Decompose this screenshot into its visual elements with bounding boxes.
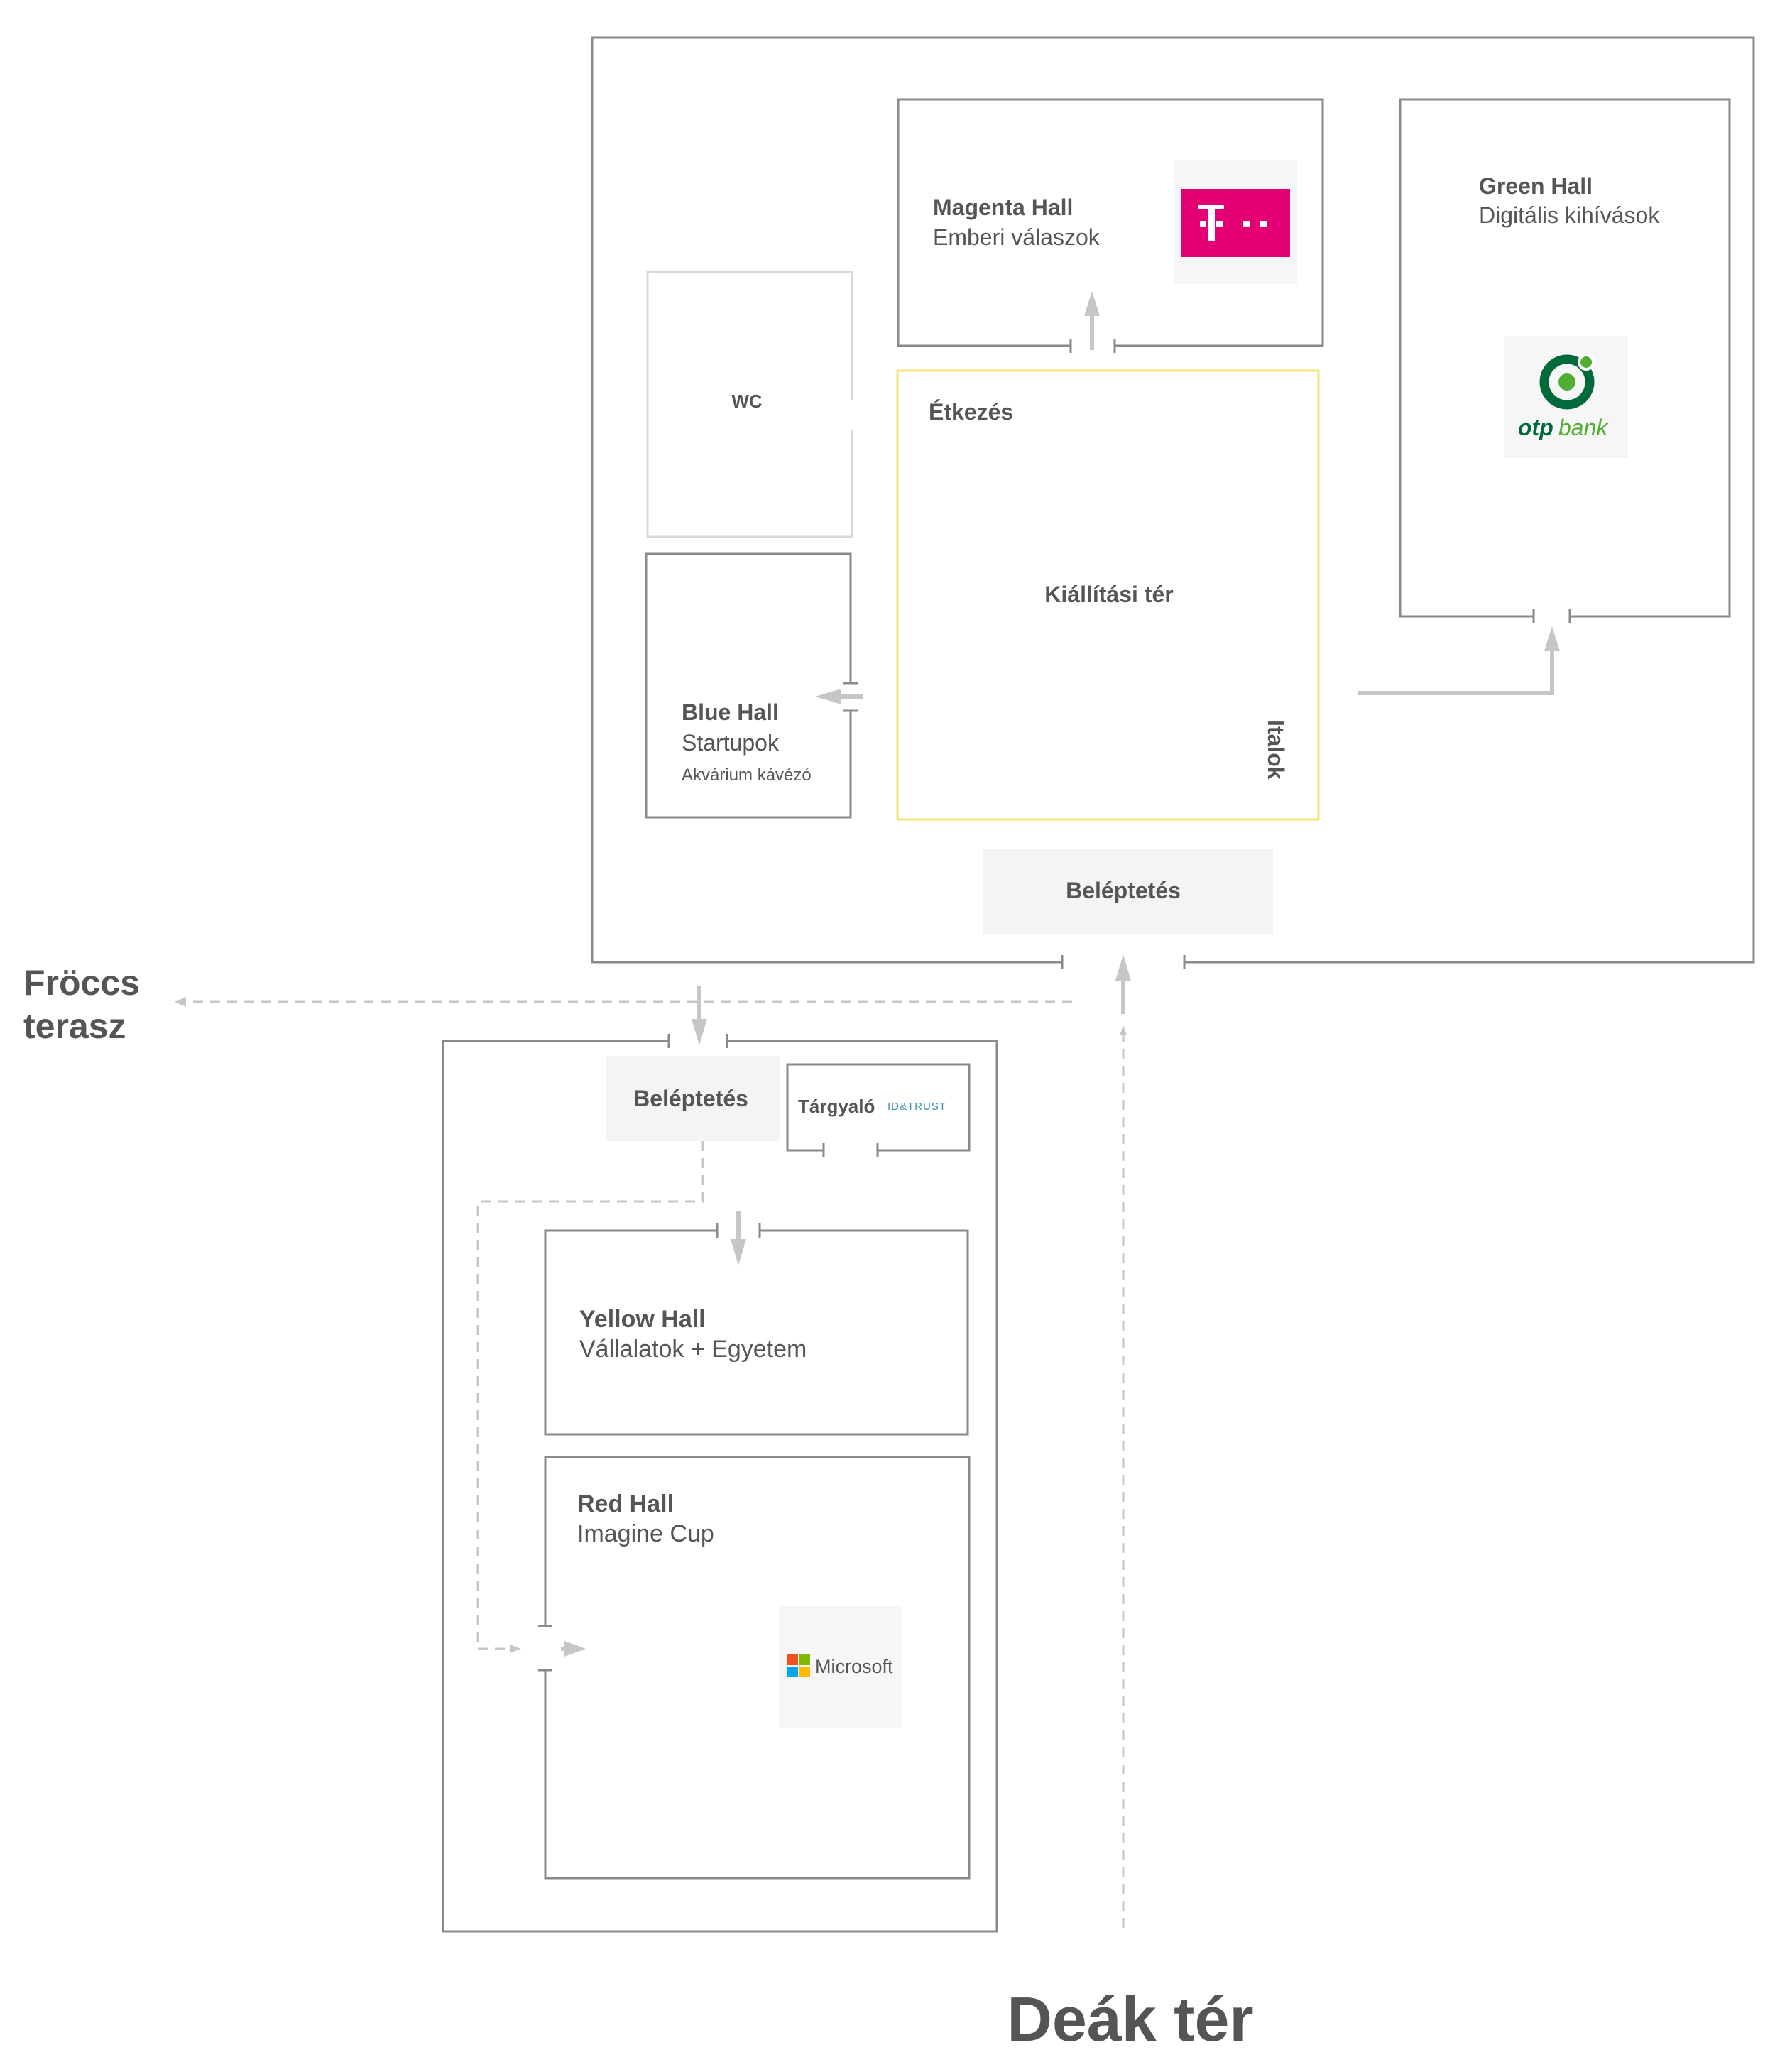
idtrust-logo-text: ID&TRUST [888, 1101, 946, 1113]
dashed-routes [175, 997, 1127, 1928]
upper-building [591, 36, 1755, 969]
blue-hall-note: Akvárium kávézó [682, 765, 812, 785]
lower-entrance[interactable]: Beléptetés [606, 1056, 780, 1141]
drinks-label: Italok [1263, 720, 1289, 780]
food-label: Étkezés [929, 399, 1013, 425]
red-hall[interactable]: Red Hall Imagine Cup Microsoft [538, 1456, 971, 1880]
lower-entrance-label: Beléptetés [633, 1086, 748, 1111]
main-entrance-label: Beléptetés [1066, 878, 1181, 903]
magenta-hall-title: Magenta Hall [933, 195, 1073, 220]
microsoft-logo-icon [787, 1654, 810, 1677]
wc-label: WC [731, 391, 763, 412]
yellow-hall-subtitle: Vállalatok + Egyetem [579, 1336, 807, 1363]
idtrust-logo-icon: ID&TRUST [888, 1101, 946, 1113]
wc-room[interactable]: WC [646, 271, 853, 538]
terrace-label-line1: Fröccs [23, 963, 140, 1003]
green-hall-title: Green Hall [1479, 173, 1593, 199]
exhibition-space[interactable]: Étkezés Kiállítási tér Italok [896, 369, 1320, 821]
square-label: Deák tér [1007, 1984, 1253, 2054]
blue-hall-subtitle: Startupok [682, 730, 780, 756]
terrace-label-line2: terasz [23, 1006, 126, 1046]
magenta-hall-subtitle: Emberi válaszok [933, 224, 1100, 250]
route-arrows [561, 291, 1560, 1657]
red-hall-subtitle: Imagine Cup [577, 1520, 714, 1547]
microsoft-logo-text: Microsoft [815, 1656, 893, 1677]
yellow-hall-title: Yellow Hall [579, 1306, 706, 1333]
blue-hall-title: Blue Hall [682, 699, 779, 725]
lower-building [442, 1034, 998, 1933]
red-hall-title: Red Hall [577, 1490, 674, 1517]
yellow-hall[interactable]: Yellow Hall Vállalatok + Egyetem [544, 1223, 969, 1436]
meeting-room-label: Tárgyaló [798, 1096, 875, 1117]
main-entrance[interactable]: Beléptetés [983, 849, 1273, 934]
meeting-room[interactable]: Tárgyaló ID&TRUST [786, 1063, 971, 1157]
magenta-hall[interactable]: Magenta Hall Emberi válaszok [897, 98, 1324, 353]
exhibition-title: Kiállítási tér [1044, 582, 1173, 607]
otp-bank-logo-icon [1539, 354, 1595, 410]
green-hall[interactable]: Green Hall Digitális kihívások otp bank [1399, 98, 1731, 623]
microsoft-logo-card [779, 1606, 902, 1728]
otp-logo-text-otp: otp [1518, 415, 1553, 440]
telekom-logo-icon [1181, 189, 1290, 257]
otp-logo-text-bank: bank [1558, 415, 1609, 440]
green-hall-subtitle: Digitális kihívások [1479, 202, 1660, 228]
blue-hall[interactable]: Blue Hall Startupok Akvárium kávézó [645, 552, 858, 819]
